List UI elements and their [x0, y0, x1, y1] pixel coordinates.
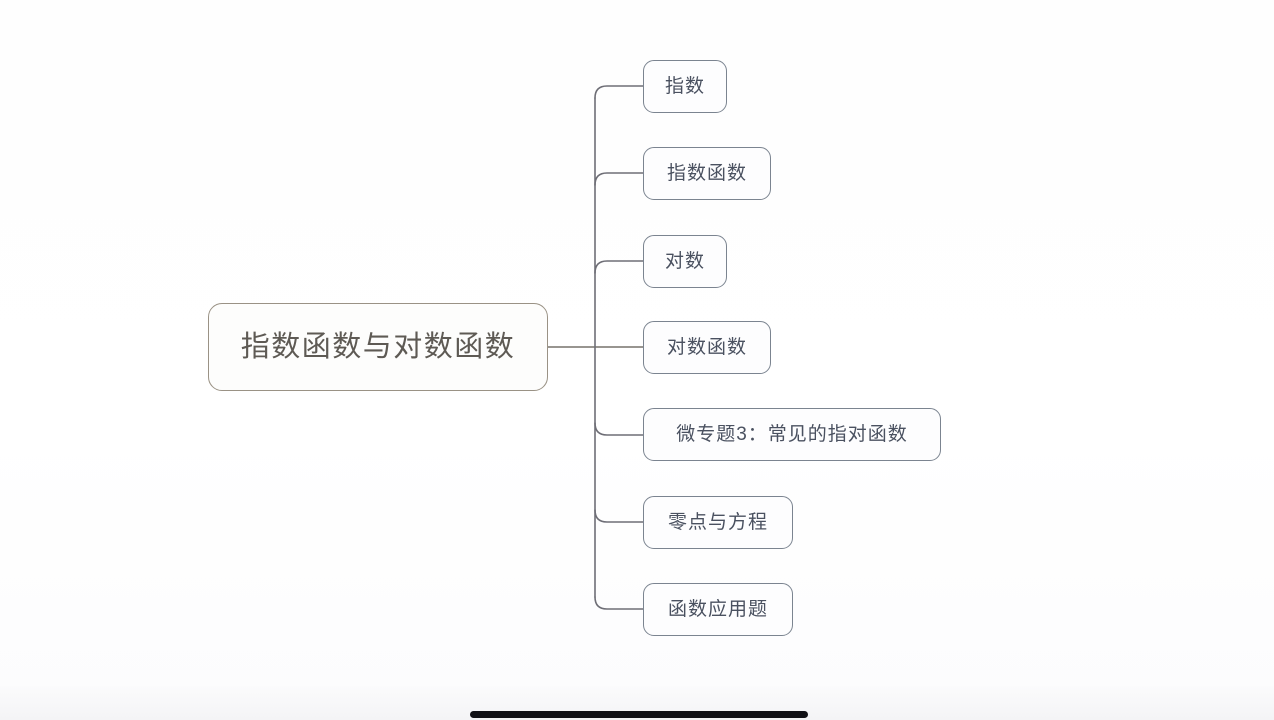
branch-node-6[interactable]: 零点与方程: [643, 496, 793, 549]
branch-node-7[interactable]: 函数应用题: [643, 583, 793, 636]
connector-branch-5: [594, 422, 644, 436]
branch-node-1-label: 指数: [664, 76, 705, 97]
connector-branch-2: [594, 172, 644, 186]
branch-node-5[interactable]: 微专题3：常见的指对函数: [643, 408, 941, 461]
connector-branch-7: [594, 596, 644, 610]
connector-branch-3: [594, 260, 644, 274]
branch-node-2-label: 指数函数: [666, 163, 747, 184]
branch-node-2[interactable]: 指数函数: [643, 147, 771, 200]
connector-branch-1: [594, 85, 644, 99]
root-node-label: 指数函数与对数函数: [240, 330, 516, 363]
connector-branch-6: [594, 509, 644, 523]
branch-node-3[interactable]: 对数: [643, 235, 727, 288]
branch-node-4[interactable]: 对数函数: [643, 321, 771, 374]
branch-node-4-label: 对数函数: [666, 337, 747, 358]
branch-node-3-label: 对数: [664, 251, 705, 272]
branch-node-5-label: 微专题3：常见的指对函数: [676, 424, 908, 445]
branch-node-7-label: 函数应用题: [667, 599, 768, 620]
branch-node-1[interactable]: 指数: [643, 60, 727, 113]
video-progress-bar[interactable]: [470, 711, 808, 718]
branch-node-6-label: 零点与方程: [667, 512, 768, 533]
root-node[interactable]: 指数函数与对数函数: [208, 303, 548, 391]
